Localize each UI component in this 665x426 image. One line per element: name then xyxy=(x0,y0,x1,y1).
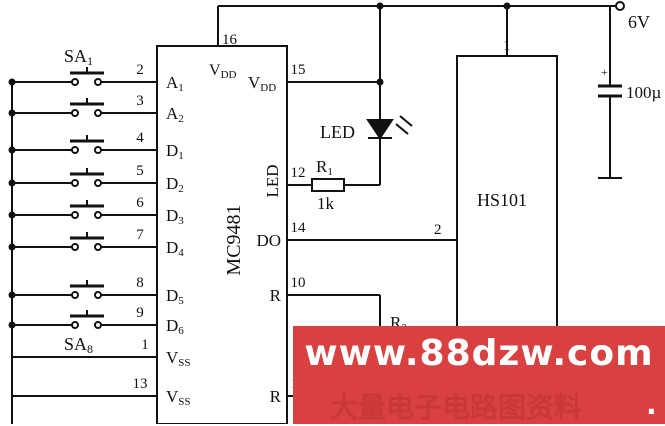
switch-contact xyxy=(94,211,102,219)
ic-pin-number: 7 xyxy=(136,227,144,243)
watermark-cn: 大量电子电路图资料 xyxy=(330,391,583,424)
ic-pin-label: VSS xyxy=(166,387,191,408)
switch-contact xyxy=(94,243,102,251)
supply-terminal xyxy=(615,1,625,11)
led-symbol xyxy=(366,119,394,140)
watermark-dot: . xyxy=(646,388,657,421)
supply-voltage: 6V xyxy=(628,12,650,32)
ic-pin-number: 6 xyxy=(136,195,144,211)
ic-top-pin-label: VDD xyxy=(209,62,237,81)
switch-contact xyxy=(71,109,79,117)
ic-pin-number: 1 xyxy=(141,337,149,353)
switch-contact xyxy=(94,291,102,299)
ic-pin-number: 8 xyxy=(136,275,144,291)
switch-contact xyxy=(94,179,102,187)
ic-pin-label: D3 xyxy=(166,206,184,227)
hs101-pin2: 2 xyxy=(434,222,442,238)
ic-pin-number: 10 xyxy=(291,275,306,291)
ic-pin-number: 15 xyxy=(291,62,306,78)
ic-pin-number: 2 xyxy=(136,62,144,78)
capacitor-value: 100µ xyxy=(626,83,662,102)
ic-pin-label: DO xyxy=(256,231,281,250)
switch-contact xyxy=(71,78,79,86)
ic-name: MC9481 xyxy=(223,204,245,275)
led-label: LED xyxy=(320,122,355,142)
switch-contact xyxy=(71,321,79,329)
switch-contact xyxy=(71,243,79,251)
ic-pin-number: 3 xyxy=(136,93,144,109)
ic-pin-label: R xyxy=(270,387,282,406)
switch-contact xyxy=(71,211,79,219)
ic-pin-label: D2 xyxy=(166,174,184,195)
ic-pin-number: 14 xyxy=(291,220,307,236)
r1-value: 1k xyxy=(317,194,335,213)
ic-pin-label: A1 xyxy=(166,73,184,94)
hs101-pin1: 1 xyxy=(503,38,511,54)
ic-pin-number: 13 xyxy=(133,376,148,392)
resistor-r1 xyxy=(311,178,345,192)
ic-pin-label: D5 xyxy=(166,286,184,307)
ic-pin-label: R xyxy=(270,286,282,305)
switch-sa1-label: SA1 xyxy=(64,46,93,68)
switch-contact xyxy=(71,179,79,187)
ic-pin-number: 9 xyxy=(136,305,144,321)
ic-pin-number: 5 xyxy=(136,163,144,179)
cap-plus: + xyxy=(601,65,608,79)
ic-pin-label: A2 xyxy=(166,104,184,125)
ic-pin-label: D1 xyxy=(166,141,184,162)
ic-pin-number: 4 xyxy=(136,130,144,146)
ic-pin-number: 12 xyxy=(291,165,306,181)
watermark-url: www.88dzw.com xyxy=(304,333,654,374)
switch-sa8-label: SA8 xyxy=(64,334,93,356)
ic-top-pin-num: 16 xyxy=(222,32,238,48)
switch-contact xyxy=(94,78,102,86)
switch-contact xyxy=(94,109,102,117)
watermark-banner xyxy=(293,326,665,424)
switch-contact xyxy=(71,146,79,154)
ic-pin-label: VDD xyxy=(248,73,276,94)
switch-contact xyxy=(94,146,102,154)
ic-pin-label: LED xyxy=(263,164,282,197)
ic-body xyxy=(156,45,288,424)
ic-pin-label: D6 xyxy=(166,316,184,337)
ic-pin-label: VSS xyxy=(166,348,191,369)
switch-contact xyxy=(94,321,102,329)
switch-contact xyxy=(71,291,79,299)
ic-pin-label: D4 xyxy=(166,238,184,259)
hs101-label: HS101 xyxy=(477,190,527,210)
r1-name: R1 xyxy=(316,157,333,178)
